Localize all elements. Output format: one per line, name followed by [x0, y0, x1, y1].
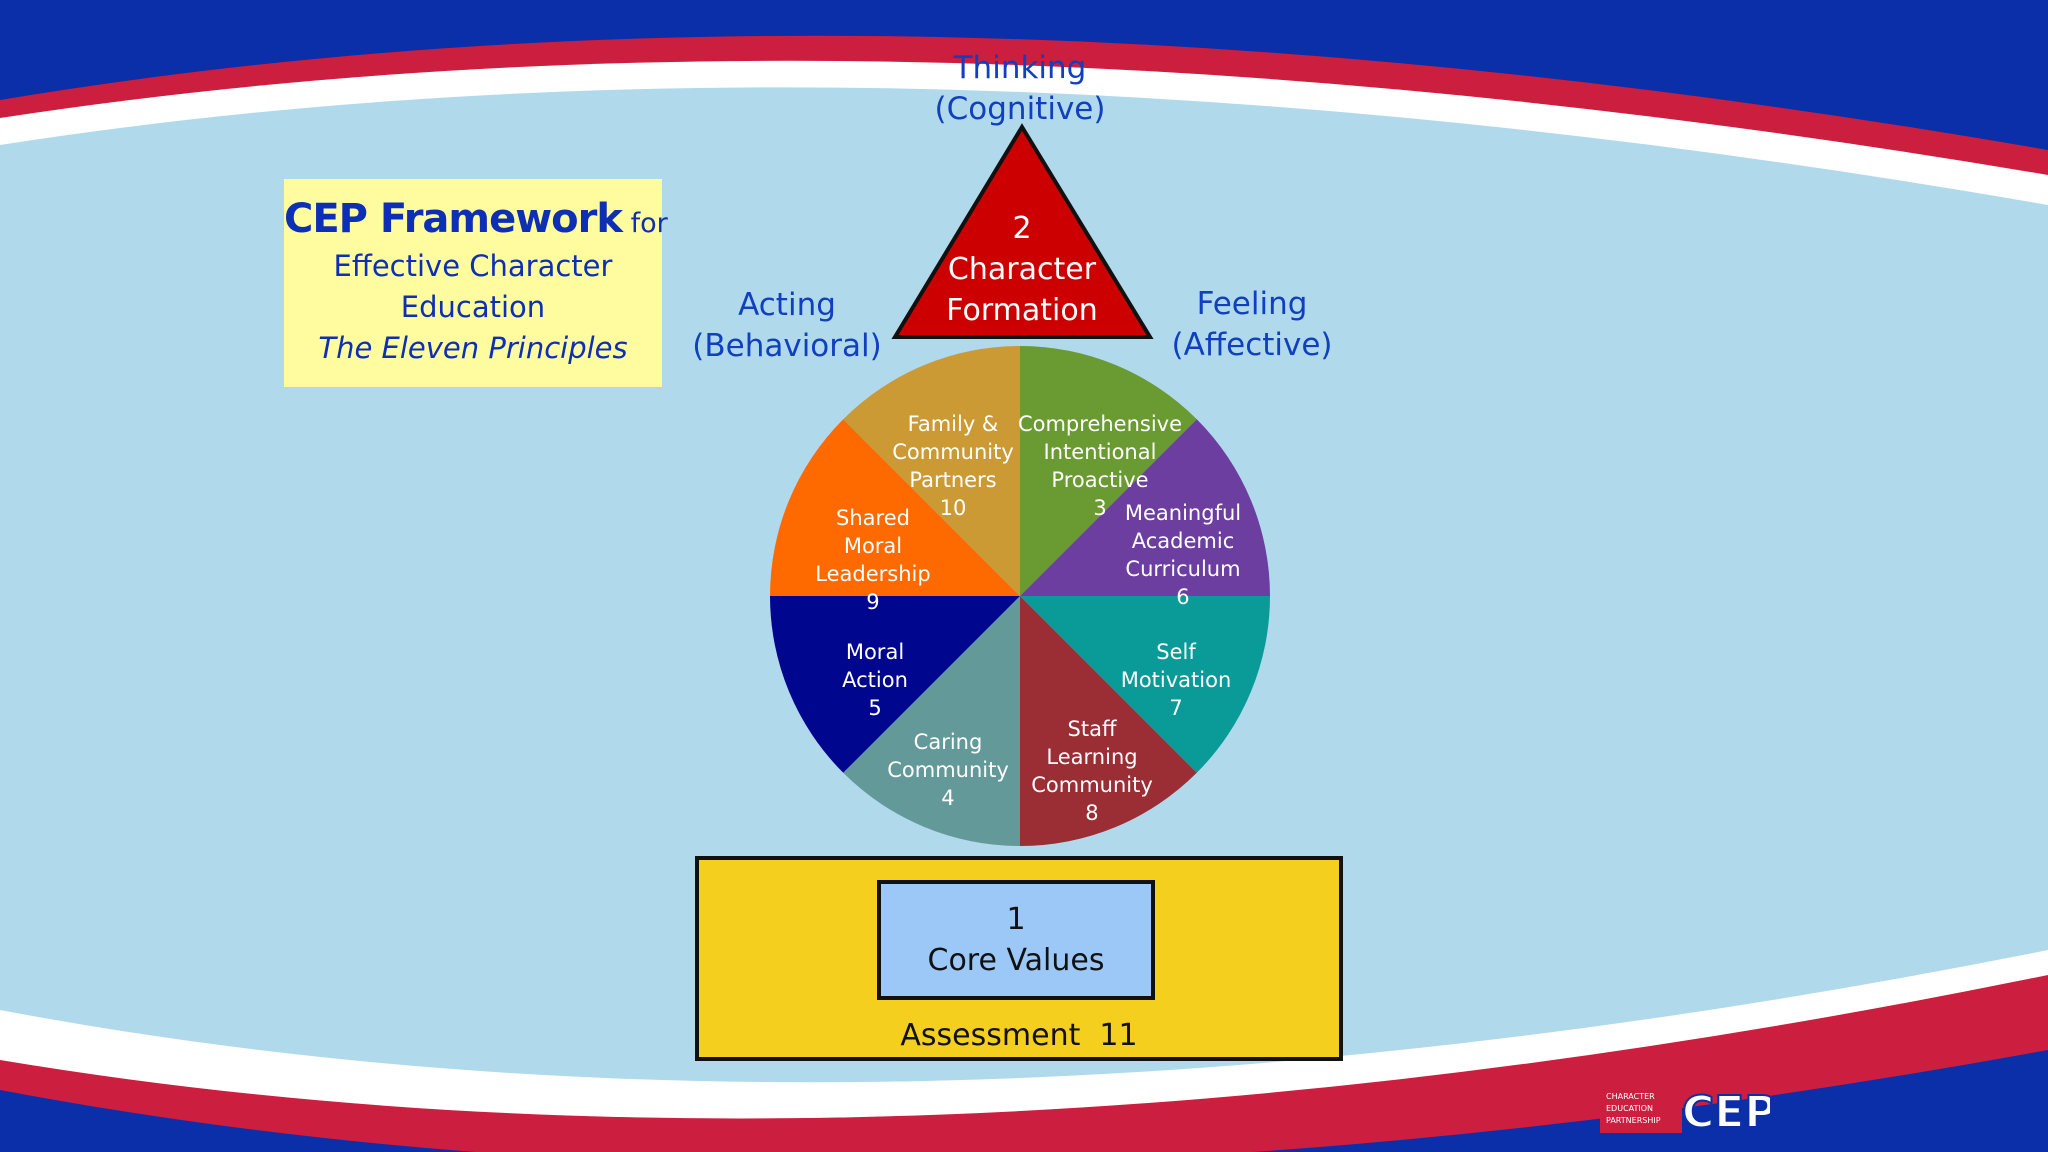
triangle-line2: Formation: [946, 293, 1098, 328]
segment-label-line: 10: [939, 496, 967, 520]
segment-label-line: Academic: [1131, 529, 1235, 553]
segment-label-line: Action: [842, 668, 908, 692]
framework-title-box: CEP Framework for Effective Character Ed…: [284, 179, 668, 387]
logo-text: CEP: [1682, 1087, 1770, 1133]
logo-red-block: [1600, 1087, 1682, 1133]
segment-label-line: Motivation: [1120, 668, 1232, 692]
character-formation-triangle: [891, 123, 1154, 339]
segment-label-line: 8: [1085, 801, 1099, 825]
wheel-segment-4: [1020, 596, 1197, 846]
feeling-label-line2: (Affective): [1171, 327, 1333, 363]
segment-label-line: 6: [1176, 585, 1190, 609]
segment-label-line: 9: [866, 590, 880, 614]
segment-label-line: Community: [892, 440, 1014, 464]
thinking-label-line2: (Cognitive): [934, 91, 1106, 127]
segment-label-line: Partners: [909, 468, 997, 492]
segment-label-line: Staff: [1067, 717, 1117, 741]
segment-label-line: Moral: [843, 534, 903, 558]
wheel-segment-1: [1020, 346, 1197, 596]
thinking-label: Thinking (Cognitive): [920, 48, 1120, 130]
wheel-segment-6: [770, 596, 1020, 773]
segment-label-line: Curriculum: [1125, 557, 1241, 581]
segment-label-line: Moral: [845, 640, 905, 664]
segment-label-line: Community: [887, 758, 1009, 782]
segment-label-line: Intentional: [1043, 440, 1157, 464]
segment-label-line: Self: [1156, 640, 1196, 664]
segment-label-line: Meaningful: [1124, 501, 1242, 525]
core-values-number: 1: [1006, 902, 1026, 937]
acting-label: Acting (Behavioral): [687, 285, 887, 367]
segment-label-line: Family &: [907, 412, 999, 436]
principles-wheel: [770, 346, 1270, 846]
wheel-segment-5: [843, 596, 1020, 846]
title-suffix: for: [630, 208, 668, 239]
title-line-1: CEP Framework for: [284, 196, 668, 246]
acting-label-line1: Acting: [738, 287, 836, 323]
wheel-segment-3: [1020, 596, 1270, 773]
title-main: CEP Framework: [284, 196, 623, 242]
feeling-label: Feeling (Affective): [1152, 284, 1352, 366]
wheel-segment-2: [1020, 419, 1270, 596]
logo-small-2: EDUCATION: [1606, 1104, 1653, 1113]
segment-label-line: Leadership: [815, 562, 931, 586]
assessment-label: Assessment 11: [900, 1018, 1138, 1053]
segment-label-line: Caring: [913, 730, 983, 754]
segment-label-line: Shared: [836, 506, 910, 530]
acting-label-line2: (Behavioral): [692, 328, 882, 364]
triangle-number: 2: [1012, 211, 1032, 246]
segment-label-line: Comprehensive: [1017, 412, 1183, 436]
title-line-2: Effective Character: [333, 249, 613, 283]
wheel-segment-7: [770, 419, 1020, 596]
segment-label-line: 7: [1169, 696, 1183, 720]
core-values-box: 1 Core Values: [877, 880, 1155, 1000]
thinking-label-line1: Thinking: [953, 50, 1087, 86]
title-line-4: The Eleven Principles: [318, 331, 628, 365]
title-line-3: Education: [400, 290, 546, 324]
character-formation-text: 2 Character Formation: [946, 208, 1097, 331]
segment-label-line: Learning: [1046, 745, 1138, 769]
segment-label-line: 4: [941, 786, 955, 810]
logo-small-3: PARTNERSHIP: [1606, 1116, 1661, 1125]
logo-small-1: CHARACTER: [1606, 1092, 1655, 1101]
cep-logo: CHARACTER EDUCATION PARTNERSHIP CEP: [1600, 1087, 1770, 1133]
core-values-label: Core Values: [927, 943, 1105, 978]
wheel-segment-8: [843, 346, 1020, 596]
segment-label-line: Community: [1031, 773, 1153, 797]
segment-label-line: Proactive: [1051, 468, 1149, 492]
segment-label-line: 5: [868, 696, 882, 720]
segment-label-line: 3: [1093, 496, 1107, 520]
triangle-line1: Character: [947, 252, 1097, 287]
feeling-label-line1: Feeling: [1196, 286, 1308, 322]
